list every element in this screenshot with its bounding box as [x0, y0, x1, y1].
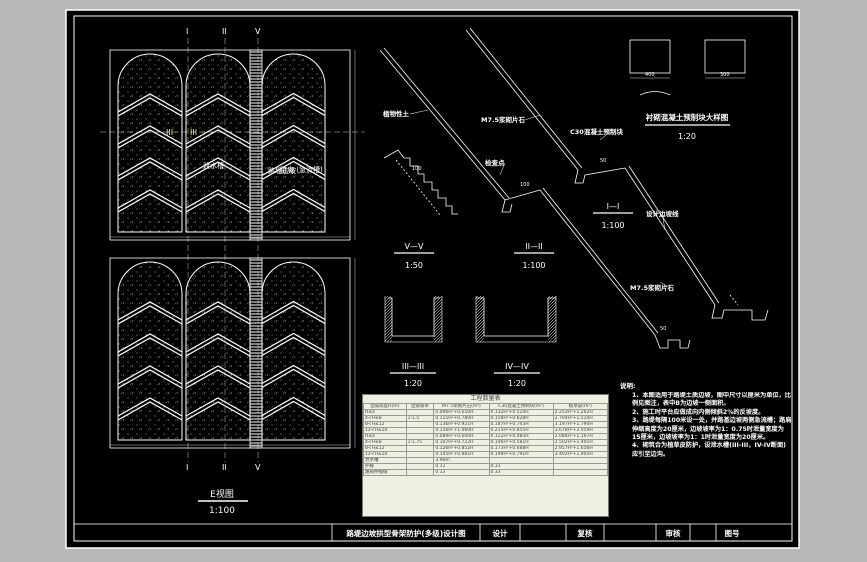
detail-block-title: 衬砌混凝土预制块大样图 — [646, 112, 729, 122]
main-view-callouts: 泄水槽 路堤边坡 路肩 (急流槽) — [203, 161, 323, 175]
main-view-scale: 1:100 — [209, 506, 235, 516]
callout-check-point: 检查点 — [485, 158, 505, 167]
dim-1: 100 — [412, 166, 422, 172]
note-2: 2、施工时平台应做成向内侧倾斜2%的反坡度。 — [632, 408, 765, 416]
title-block-text: 路堤边坡拱型骨架防护(多级)设计图 设计 复核 审核 图号 — [346, 528, 740, 538]
section-iviv-scale: 1:20 — [508, 379, 526, 388]
leader-lines — [409, 109, 671, 289]
dim-5: 400 — [645, 72, 655, 78]
quantity-table-title: 工程数量表 — [470, 395, 501, 402]
callout-embankment-slope: 路堤边坡 — [268, 166, 296, 175]
section-mark-bottom-3: V — [255, 463, 261, 472]
section-mark-bottom-2: II — [222, 463, 227, 472]
dimension-labels: 100 100 50 50 400 300 — [412, 72, 730, 332]
quantity-table-cell — [552, 469, 608, 476]
section-iiiiii-drawing — [384, 296, 443, 343]
notes-block: 说明: 1、本图适用于路堤土质边坡，图中尺寸以厘米为单位，比例见图注，表中B为边… — [620, 381, 792, 458]
title-block — [73, 523, 793, 542]
callout-mortar-stone-2: M7.5浆砌片石 — [630, 283, 674, 292]
note-3: 3、路堤每隔100米设一处，并路基边坡两侧急流槽；路肩伸缩高度为20厘米，边坡坡… — [632, 417, 792, 442]
main-view-title: E视图 — [210, 488, 234, 500]
section-ii-title: I—I — [607, 202, 620, 211]
callout-drain-slot: 泄水槽 — [203, 161, 224, 170]
quantity-table-cell: 路肩伸缩缝 — [363, 469, 407, 476]
section-iiii-drawing — [379, 47, 691, 349]
section-iiiiii-scale: 1:20 — [404, 379, 422, 388]
section-mark-side-1: III — [166, 128, 173, 137]
dim-2: 100 — [520, 182, 530, 188]
section-ii-drawing — [465, 27, 769, 321]
dim-3: 50 — [600, 158, 606, 164]
note-1: 1、本图适用于路堤土质边坡，图中尺寸以厘米为单位，比例见图注，表中B为边坡一侧面… — [632, 392, 791, 408]
callout-mortar-stone-1: M7.5浆砌片石 — [481, 115, 525, 124]
dim-6: 300 — [720, 72, 730, 78]
quantity-table-cell — [405, 469, 435, 476]
section-iviv-title: IV—IV — [505, 362, 529, 371]
dim-4: 50 — [660, 326, 666, 332]
detail-block-drawing — [629, 39, 746, 96]
callout-concrete-block: C30混凝土预制块 — [570, 127, 623, 136]
section-mark-side-2: III — [190, 128, 197, 137]
section-vv-title: V—V — [405, 242, 424, 251]
section-mark-top-1: I — [186, 27, 188, 36]
section-mark-top-3: V — [255, 27, 261, 36]
notes-body: 1、本图适用于路堤土质边坡，图中尺寸以厘米为单位，比例见图注，表中B为边坡一侧面… — [632, 392, 792, 458]
note-4: 4、砌筑合为植草皮防护，设泄水槽(III-III，IV-IV断面)应引至边沟。 — [632, 442, 787, 458]
notes-heading: 说明: — [620, 381, 636, 390]
section-iiii-scale: 1:100 — [522, 261, 545, 270]
section-mark-bottom-1: I — [186, 463, 188, 472]
drawing-title: 路堤边坡拱型骨架防护(多级)设计图 — [346, 528, 466, 538]
callout-planting-soil: 植物性土 — [382, 109, 410, 118]
section-iiii-title: II—II — [525, 242, 542, 251]
quantity-table-cell: 0.13 — [433, 469, 490, 476]
quantity-table-header-cell: C30混凝土预制块(m³) — [488, 403, 554, 410]
check-label: 复核 — [577, 528, 593, 538]
drawing-no-label: 图号 — [725, 529, 740, 538]
section-mark-top-2: II — [222, 27, 227, 36]
section-iiiiii-title: III—III — [402, 362, 424, 371]
section-marks: I II V I II V III III — [166, 27, 261, 472]
section-ii-scale: 1:100 — [601, 221, 624, 230]
design-label: 设计 — [493, 528, 508, 538]
quantity-table-cell: 0.33 — [488, 469, 554, 476]
main-plan-view — [100, 38, 365, 462]
callout-shoulder: 路肩 (急流槽) — [280, 165, 323, 174]
section-vv-drawing — [383, 149, 458, 216]
section-iviv-drawing — [475, 296, 557, 343]
review-label: 审核 — [666, 528, 681, 538]
section-vv-scale: 1:50 — [405, 261, 423, 270]
detail-block-scale: 1:20 — [678, 132, 696, 141]
sheet-outer-border — [65, 9, 800, 549]
quantity-table-header-cell: M7.5浆砌片石(m³) — [433, 403, 490, 410]
